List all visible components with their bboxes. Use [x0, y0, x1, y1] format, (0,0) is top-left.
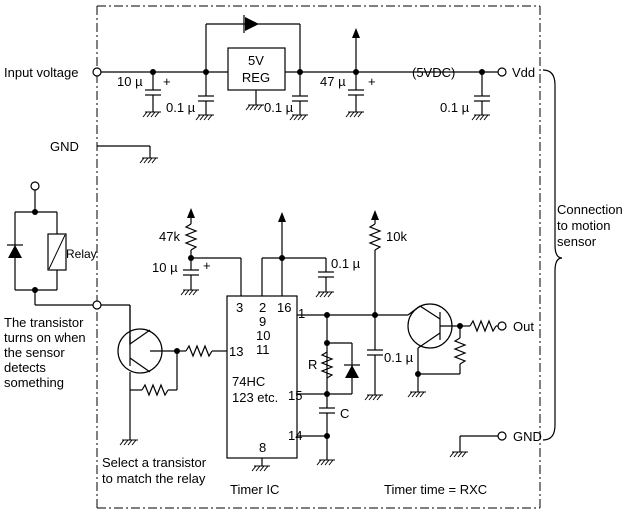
capacitor-47u: [348, 72, 364, 112]
base-emitter-resistor: [119, 351, 178, 446]
svg-text:turns on when: turns on when: [4, 330, 86, 345]
cap-01u-a-label: 0.1 µ: [166, 100, 196, 115]
motion-sensor-brace: [542, 69, 563, 441]
pin1-network: [297, 312, 408, 466]
gnd-right-label: GND: [513, 429, 542, 444]
cap-01u-out-label: 0.1 µ: [384, 350, 414, 365]
ic-label-1: 74HC: [232, 374, 265, 389]
pin-11: 11: [256, 342, 270, 357]
cap-47u-label: 47 µ: [320, 74, 346, 89]
cap-47u-plus: +: [368, 74, 376, 89]
res-r-label: R: [308, 357, 317, 372]
svg-text:something: something: [4, 375, 64, 390]
pin-1: 1: [298, 306, 305, 321]
capacitor-01u-c: [474, 72, 490, 115]
relay-label: Relay: [66, 247, 97, 261]
pin-14: 14: [288, 428, 302, 443]
gnd-right-wire: [449, 435, 498, 458]
pin2-16-network: [261, 212, 334, 298]
vdd-label: Vdd: [512, 65, 535, 80]
gnd-left-wire: [97, 145, 158, 164]
input-voltage-terminal: [92, 67, 102, 77]
pin-10: 10: [256, 328, 270, 343]
cap-01u-c-label: 0.1 µ: [440, 100, 470, 115]
gnd-left-label: GND: [50, 139, 79, 154]
cap-10u-input-label: 10 µ: [117, 74, 143, 89]
ic-label-2: 123 etc.: [232, 390, 278, 405]
cap-10u-input-plus: +: [163, 74, 171, 89]
cap-10u-ic-label: 10 µ: [152, 260, 178, 275]
timer-ic-body: [226, 295, 298, 459]
pin-13: 13: [229, 344, 243, 359]
input-voltage-label: Input voltage: [4, 65, 78, 80]
cap-01u-b-label: 0.1 µ: [264, 100, 294, 115]
driver-transistor: [117, 305, 180, 440]
capacitor-10u-input: [145, 72, 161, 112]
timer-ic-label: Timer IC: [230, 482, 279, 497]
timer-time-label: Timer time = RXC: [384, 482, 487, 497]
capacitor-01u-b: [292, 72, 308, 115]
vdd-note: (5VDC): [412, 65, 455, 80]
out-terminal: [497, 321, 507, 331]
svg-text:The transistor: The transistor: [4, 315, 84, 330]
res-47k-label: 47k: [159, 229, 180, 244]
capacitor-01u-a: [198, 72, 214, 115]
pin-9: 9: [259, 314, 266, 329]
pin-2: 2: [259, 300, 266, 315]
motion-label-1: Connection: [557, 202, 623, 217]
motion-label-2: to motion: [557, 218, 610, 233]
relay-section: [7, 181, 130, 310]
vdd-terminal: [497, 67, 507, 77]
pin-16: 16: [277, 300, 291, 315]
regulator-label-1: 5V: [248, 53, 264, 68]
pin-8: 8: [259, 440, 266, 455]
base-resistor: [177, 344, 227, 358]
pullup-network: [364, 210, 383, 401]
ground-symbols: [142, 104, 490, 121]
regulator-label-2: REG: [242, 70, 270, 85]
pin3-network: [180, 208, 242, 296]
res-10k-label: 10k: [386, 229, 407, 244]
module-boundary: [96, 5, 541, 509]
out-label: Out: [513, 319, 534, 334]
cap-10u-ic-plus: +: [203, 258, 211, 273]
transistor-note: The transistor turns on when the sensor …: [4, 315, 86, 390]
ic-ground: [251, 458, 270, 472]
motion-label-3: sensor: [557, 234, 597, 249]
cap-01u-ic-label: 0.1 µ: [331, 256, 361, 271]
output-transistor: [407, 303, 502, 398]
gnd-right-terminal: [497, 431, 507, 441]
cap-c-label: C: [340, 406, 349, 421]
pin-15: 15: [288, 388, 302, 403]
svg-text:detects: detects: [4, 360, 46, 375]
select-note-1: Select a transistor: [102, 455, 207, 470]
pin-3: 3: [236, 300, 243, 315]
select-note-2: to match the relay: [102, 471, 206, 486]
bypass-diode-symbol: [243, 15, 259, 33]
svg-text:the sensor: the sensor: [4, 345, 65, 360]
